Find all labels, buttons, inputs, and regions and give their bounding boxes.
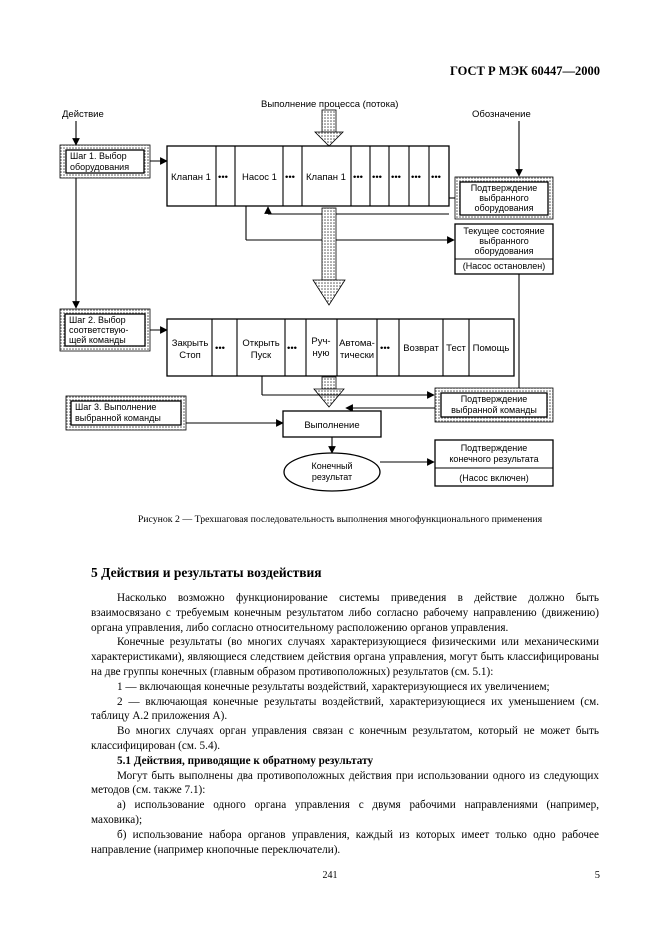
pump-on-label: (Насос включен): [459, 473, 528, 483]
final-result-ellipse: [283, 452, 381, 492]
step1-box: [65, 149, 145, 174]
row2-dots-3: •••: [380, 343, 390, 354]
paragraph: Насколько возможно функционирование сист…: [91, 592, 599, 634]
help-button: Помощь: [473, 343, 510, 354]
confirm-final-line1: Подтверждение: [461, 443, 528, 453]
step2-box: [64, 313, 146, 347]
row1-dots-7: •••: [431, 172, 441, 183]
execution-label: Выполнение: [304, 420, 359, 431]
confirm-equipment-box: [459, 181, 549, 216]
confirm-equipment-line3: оборудования: [474, 203, 533, 213]
confirm-command-box: [440, 392, 548, 418]
command-row: [166, 318, 515, 377]
label-designation: Обозначение: [472, 109, 531, 120]
confirm-final-box: [434, 439, 554, 487]
current-state-line3: оборудования: [474, 246, 533, 256]
step2-line2: соответствую-: [69, 325, 128, 335]
paragraph: а) использование одного органа управлени…: [91, 799, 599, 826]
row1-dots-3: •••: [353, 172, 363, 183]
confirm-command-line1: Подтверждение: [461, 394, 528, 404]
figure-2-diagram: Действие Выполнение процесса (потока) Об…: [59, 99, 554, 492]
figure-caption: Рисунок 2 — Трехшаговая последовательнос…: [137, 514, 543, 525]
row1-dots-6: •••: [411, 172, 421, 183]
current-state-line2: выбранного: [479, 236, 528, 246]
confirm-command-line2: выбранной команды: [451, 405, 537, 415]
manual-button-line1: Руч-: [311, 336, 330, 347]
step2-line1: Шаг 2. Выбор: [69, 315, 126, 325]
valve1b-button: Клапан 1: [306, 172, 346, 183]
confirm-equipment-line1: Подтверждение: [471, 183, 538, 193]
row1-dots-4: •••: [372, 172, 382, 183]
row1-dots-5: •••: [391, 172, 401, 183]
step3-line1: Шаг 3. Выполнение: [75, 402, 156, 412]
paragraph: б) использование набора органов управлен…: [91, 828, 599, 856]
confirm-equipment-line2: выбранного: [479, 193, 528, 203]
document-header: ГОСТ Р МЭК 60447—2000: [450, 64, 600, 78]
valve1-button: Клапан 1: [171, 172, 211, 183]
section-title: 5 Действия и результаты воздействия: [91, 565, 322, 580]
final-result-line1: Конечный: [311, 461, 352, 471]
paragraph: Конечные результаты (во многих случаях х…: [91, 636, 599, 678]
paragraph: 1 — включающая конечные результаты возде…: [117, 680, 550, 693]
step3-line2: выбранной команды: [75, 413, 161, 423]
equipment-row: [166, 145, 450, 207]
manual-button-line2: ную: [312, 348, 329, 359]
row2-dots-2: •••: [287, 343, 297, 354]
page-number-right: 5: [594, 870, 600, 881]
current-state-box: [454, 223, 554, 275]
subsection-title: 5.1 Действия, приводящие к обратному рез…: [117, 754, 374, 767]
paragraph: Во многих случаях орган управления связа…: [91, 725, 599, 752]
row1-dots-2: •••: [285, 172, 295, 183]
pump-stopped-label: (Насос остановлен): [463, 261, 545, 271]
confirm-final-line2: конечного результата: [449, 454, 538, 464]
return-button: Возврат: [403, 343, 439, 354]
page-number-center: 241: [322, 870, 338, 881]
paragraph: Могут быть выполнены два противоположных…: [91, 769, 599, 797]
step2-line3: щей команды: [69, 335, 126, 345]
test-button: Тест: [446, 343, 466, 354]
open-button-line1: Открыть: [242, 338, 279, 349]
section-body: Насколько возможно функционирование сист…: [91, 591, 599, 857]
step3-box: [70, 400, 182, 426]
close-button-line1: Закрыть: [172, 338, 209, 349]
current-state-line1: Текущее состояние: [463, 226, 544, 236]
auto-button-line2: тически: [340, 350, 374, 361]
label-process: Выполнение процесса (потока): [261, 99, 398, 110]
row1-dots-1: •••: [218, 172, 228, 183]
close-button-line2: Стоп: [179, 350, 201, 361]
paragraph: 2 — включающая конечные результаты возде…: [91, 695, 599, 723]
step1-line2: оборудования: [70, 162, 129, 172]
final-result-line2: результат: [312, 472, 352, 482]
pump1-button: Насос 1: [242, 172, 277, 183]
auto-button-line1: Автома-: [339, 338, 375, 349]
step1-line1: Шаг 1. Выбор: [70, 151, 127, 161]
label-action: Действие: [62, 109, 104, 120]
row2-dots-1: •••: [215, 343, 225, 354]
open-button-line2: Пуск: [251, 350, 272, 361]
